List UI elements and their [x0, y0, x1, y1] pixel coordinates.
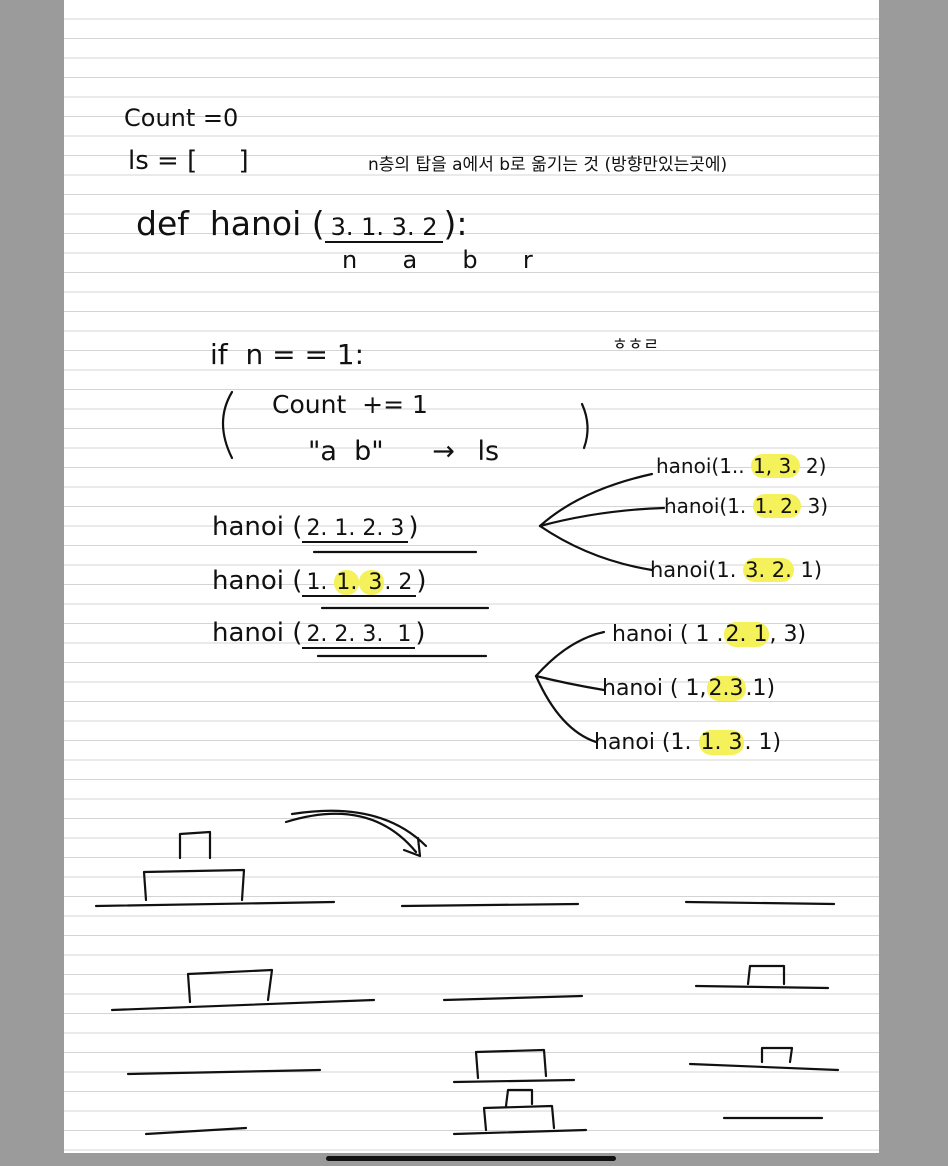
- append-line: "a b" → ls: [308, 436, 499, 467]
- branch-stroke-2b: [534, 674, 606, 692]
- disk-large-row3: [474, 1048, 548, 1080]
- rod-base-row1-a: [94, 900, 336, 908]
- subcall-3: hanoi(1. 3. 2. 1): [650, 558, 822, 582]
- count-init-line: Count =0: [124, 104, 239, 132]
- rod-base-row3-a: [126, 1068, 322, 1076]
- disk-large-row2: [186, 968, 274, 1004]
- subcall-6-prefix: hanoi (1.: [594, 730, 699, 755]
- subcall-5-prefix: hanoi ( 1,: [602, 676, 707, 701]
- subcall-6-highlight: 1. 3: [698, 730, 745, 755]
- append-move-string: "a b": [308, 436, 384, 467]
- move-arrow-stroke-2: [290, 809, 428, 848]
- call-3-args: 2. 2. 3. 1: [302, 622, 416, 649]
- rod-base-row4-a: [144, 1126, 248, 1136]
- subcall-6-suffix: . 1): [744, 730, 782, 755]
- subcall-4-prefix: hanoi ( 1 .: [612, 622, 724, 647]
- branch-stroke-2a: [534, 630, 606, 678]
- subcall-1: hanoi(1.. 1, 3. 2): [656, 454, 826, 478]
- subcall-2-suffix: 3): [801, 494, 829, 518]
- subcall-3-prefix: hanoi(1.: [650, 558, 744, 582]
- subcall-3-highlight: 3. 2.: [743, 558, 794, 582]
- notebook-page: [64, 0, 879, 1153]
- call-2-a-highlight: 1.: [334, 570, 360, 595]
- subcall-4-suffix: , 3): [769, 622, 807, 647]
- rod-base-row3-b: [452, 1078, 576, 1084]
- subcall-1-suffix: 2): [799, 454, 827, 478]
- call-3-suffix: ): [415, 618, 426, 648]
- call-1-prefix: hanoi (: [212, 512, 303, 542]
- call-hanoi-3: hanoi (2. 2. 3. 1): [212, 618, 426, 649]
- subcall-3-suffix: 1): [793, 558, 823, 582]
- branch-stroke-1c: [538, 524, 654, 572]
- call-hanoi-1: hanoi (2. 1. 2. 3): [212, 512, 419, 543]
- left-paren-stroke: [222, 390, 234, 460]
- disk-large-row1: [142, 868, 246, 902]
- hanoi-description-comment: n층의 탑을 a에서 b로 옮기는 것 (방향만있는곳에): [368, 155, 728, 175]
- right-paren-stroke: [580, 402, 589, 450]
- subcall-5-suffix: .1): [745, 676, 776, 701]
- rod-base-row4-b: [452, 1128, 588, 1136]
- def-suffix: ):: [443, 204, 468, 243]
- disk-small-row3: [760, 1046, 794, 1064]
- subcall-2-prefix: hanoi(1.: [664, 494, 753, 518]
- call-3-prefix: hanoi (: [212, 618, 303, 648]
- if-condition-line: if n = = 1:: [210, 338, 365, 371]
- count-increment-line: Count += 1: [272, 390, 428, 419]
- disk-small-row4: [504, 1088, 534, 1108]
- rod-base-row2-a: [110, 998, 376, 1012]
- subcall-6: hanoi (1. 1. 3. 1): [594, 730, 781, 755]
- def-param-names: n a b r: [342, 246, 543, 274]
- rod-base-row3-c: [688, 1062, 840, 1072]
- branch-stroke-1b: [538, 506, 666, 528]
- append-target-list: ls: [477, 436, 500, 467]
- call-1-suffix: ): [408, 512, 419, 542]
- call-2-n: 1.: [306, 570, 335, 595]
- arrow-icon: →: [432, 436, 455, 467]
- branch-stroke-1a: [538, 472, 654, 528]
- def-hanoi-line: def hanoi (3. 1. 3. 2):: [136, 204, 467, 243]
- subcall-1-prefix: hanoi(1..: [656, 454, 751, 478]
- call-hanoi-2: hanoi (1. 1. 3. 2): [212, 566, 427, 597]
- call-2-suffix: ): [416, 566, 427, 596]
- call-1-args: 2. 1. 2. 3: [302, 516, 409, 543]
- subcall-5: hanoi ( 1,2.3.1): [602, 676, 775, 701]
- call-2-b-highlight: 3: [359, 570, 385, 595]
- disk-small-row1: [178, 830, 212, 860]
- rod-base-row1-c: [684, 900, 836, 906]
- rod-base-row1-b: [400, 902, 580, 908]
- def-args: 3. 1. 3. 2: [324, 213, 444, 243]
- rod-base-row2-b: [442, 994, 584, 1002]
- call-2-args: 1. 1. 3. 2: [302, 570, 417, 597]
- call-2-prefix: hanoi (: [212, 566, 303, 596]
- disk-small-row2: [746, 964, 786, 986]
- move-arrow-stroke: [284, 812, 418, 854]
- subcall-4-highlight: 2. 1: [723, 622, 770, 647]
- side-scribble: ㅎㅎㄹ: [612, 335, 659, 355]
- rod-base-row2-c: [694, 984, 830, 990]
- subcall-2: hanoi(1. 1. 2. 3): [664, 494, 828, 518]
- home-indicator[interactable]: [326, 1156, 616, 1161]
- branch-stroke-2c: [534, 674, 598, 744]
- subcall-4: hanoi ( 1 .2. 1, 3): [612, 622, 806, 647]
- disk-large-row4: [482, 1104, 556, 1132]
- ls-init-line: ls = [ ]: [128, 146, 249, 176]
- subcall-2-highlight: 1. 2.: [752, 494, 802, 518]
- move-arrow-head: [402, 836, 422, 858]
- def-prefix: def hanoi (: [136, 204, 325, 243]
- subcall-5-highlight: 2.3: [706, 676, 746, 701]
- subcall-1-highlight: 1, 3.: [751, 454, 800, 478]
- call-2-r: . 2: [384, 570, 413, 595]
